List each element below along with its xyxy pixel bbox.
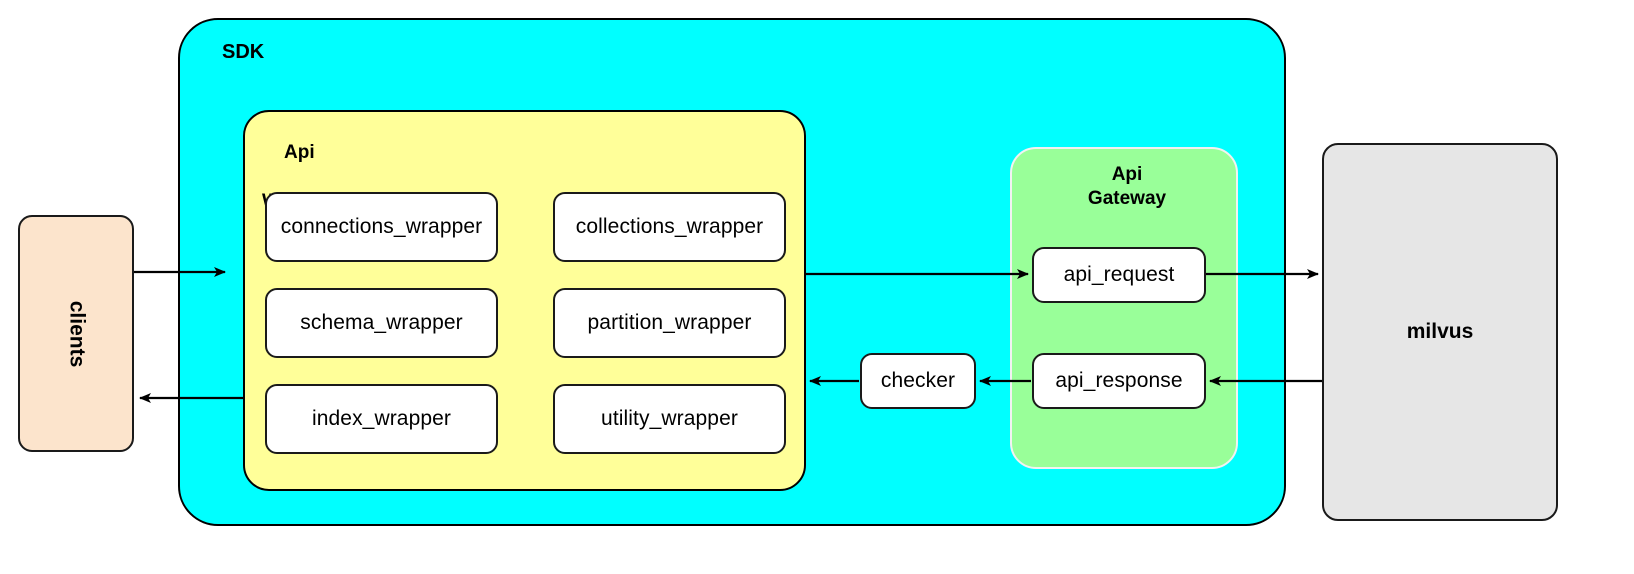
clients-label: clients: [65, 300, 88, 367]
api-gateway-label-line1: Api: [1111, 164, 1143, 185]
node-collections-wrapper[interactable]: collections_wrapper: [553, 192, 786, 262]
node-label: schema_wrapper: [300, 311, 463, 334]
api-gateway-label-line2: Gateway: [1087, 188, 1167, 210]
node-partition-wrapper[interactable]: partition_wrapper: [553, 288, 786, 358]
node-schema-wrapper[interactable]: schema_wrapper: [265, 288, 498, 358]
node-label: connections_wrapper: [280, 215, 483, 238]
api-gateway-label: Api Gateway: [1032, 163, 1222, 212]
api-wrapper-label-line1: Api: [284, 142, 315, 164]
node-label: utility_wrapper: [601, 407, 738, 430]
milvus-box[interactable]: milvus: [1322, 143, 1558, 521]
node-api-response[interactable]: api_response: [1032, 353, 1206, 409]
node-utility-wrapper[interactable]: utility_wrapper: [553, 384, 786, 454]
node-label: index_wrapper: [311, 407, 452, 430]
node-label: collections_wrapper: [575, 215, 764, 238]
api-gateway-container: [1010, 147, 1238, 469]
node-checker[interactable]: checker: [860, 353, 976, 409]
node-label: checker: [880, 369, 956, 392]
sdk-label: SDK: [222, 41, 265, 63]
node-label: api_response: [1055, 369, 1183, 392]
node-connections-wrapper[interactable]: connections_wrapper: [265, 192, 498, 262]
node-label: partition_wrapper: [587, 311, 752, 334]
node-index-wrapper[interactable]: index_wrapper: [265, 384, 498, 454]
node-label: api_request: [1063, 263, 1175, 286]
node-api-request[interactable]: api_request: [1032, 247, 1206, 303]
clients-box[interactable]: clients: [18, 215, 134, 452]
milvus-label: milvus: [1406, 320, 1474, 343]
